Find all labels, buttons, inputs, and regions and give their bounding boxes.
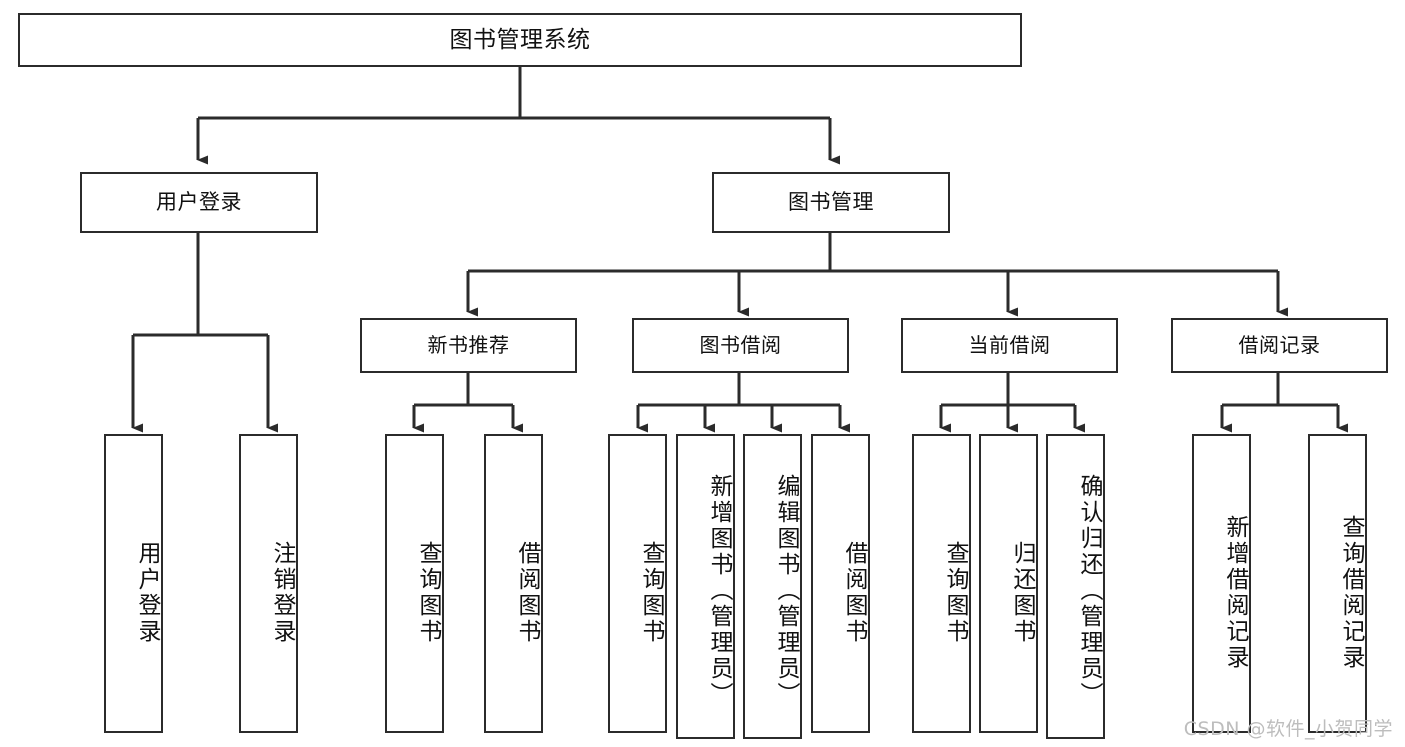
node-root[interactable]: 图书管理系统 bbox=[18, 13, 1022, 67]
node-leaf-query-book-3-label: 查询图书 bbox=[942, 540, 968, 645]
node-book-borrow-label: 图书借阅 bbox=[699, 333, 782, 357]
node-leaf-borrow-book-1[interactable]: 借阅图书 bbox=[484, 434, 543, 733]
node-leaf-query-record-label: 查询借阅记录 bbox=[1338, 514, 1364, 671]
node-book-manage-label: 图书管理 bbox=[788, 190, 874, 215]
node-user-login-label: 用户登录 bbox=[156, 190, 242, 215]
node-new-book-rec-label: 新书推荐 bbox=[427, 333, 510, 357]
node-leaf-return-book-label: 归还图书 bbox=[1009, 540, 1035, 645]
node-new-book-rec[interactable]: 新书推荐 bbox=[360, 318, 577, 373]
node-leaf-logout[interactable]: 注销登录 bbox=[239, 434, 298, 733]
node-leaf-borrow-book-2[interactable]: 借阅图书 bbox=[811, 434, 870, 733]
node-leaf-add-book-label: 新增图书（管理员） bbox=[706, 473, 732, 708]
node-leaf-user-login[interactable]: 用户登录 bbox=[104, 434, 163, 733]
node-current-borrow-label: 当前借阅 bbox=[968, 333, 1051, 357]
node-borrow-record-label: 借阅记录 bbox=[1238, 333, 1321, 357]
node-leaf-query-record[interactable]: 查询借阅记录 bbox=[1308, 434, 1367, 733]
node-leaf-add-record[interactable]: 新增借阅记录 bbox=[1192, 434, 1251, 733]
node-borrow-record[interactable]: 借阅记录 bbox=[1171, 318, 1388, 373]
node-leaf-return-book[interactable]: 归还图书 bbox=[979, 434, 1038, 733]
node-leaf-query-book-1-label: 查询图书 bbox=[415, 540, 441, 645]
node-leaf-query-book-2[interactable]: 查询图书 bbox=[608, 434, 667, 733]
node-leaf-confirm-return-label: 确认归还（管理员） bbox=[1076, 473, 1102, 708]
node-leaf-edit-book[interactable]: 编辑图书（管理员） bbox=[743, 434, 802, 739]
node-user-login[interactable]: 用户登录 bbox=[80, 172, 318, 233]
node-leaf-edit-book-label: 编辑图书（管理员） bbox=[773, 473, 799, 708]
node-book-borrow[interactable]: 图书借阅 bbox=[632, 318, 849, 373]
node-leaf-query-book-2-label: 查询图书 bbox=[638, 540, 664, 645]
node-leaf-query-book-3[interactable]: 查询图书 bbox=[912, 434, 971, 733]
node-book-manage[interactable]: 图书管理 bbox=[712, 172, 950, 233]
node-leaf-logout-label: 注销登录 bbox=[269, 540, 295, 645]
node-leaf-borrow-book-1-label: 借阅图书 bbox=[514, 540, 540, 645]
node-leaf-add-book[interactable]: 新增图书（管理员） bbox=[676, 434, 735, 739]
node-root-label: 图书管理系统 bbox=[449, 26, 591, 53]
node-leaf-user-login-label: 用户登录 bbox=[134, 540, 160, 645]
node-leaf-add-record-label: 新增借阅记录 bbox=[1222, 514, 1248, 671]
node-leaf-query-book-1[interactable]: 查询图书 bbox=[385, 434, 444, 733]
node-current-borrow[interactable]: 当前借阅 bbox=[901, 318, 1118, 373]
node-leaf-borrow-book-2-label: 借阅图书 bbox=[841, 540, 867, 645]
node-leaf-confirm-return[interactable]: 确认归还（管理员） bbox=[1046, 434, 1105, 739]
